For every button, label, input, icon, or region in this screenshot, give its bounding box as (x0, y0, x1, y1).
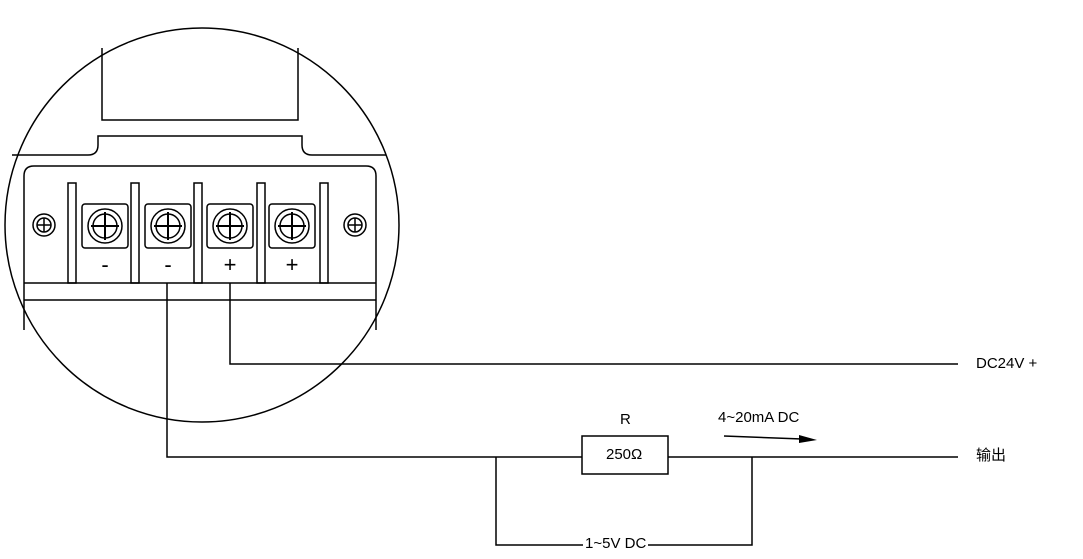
terminal-2: - (144, 203, 192, 277)
terminal-screw-icon (144, 203, 192, 249)
voltage-label: 1~5V DC (583, 535, 649, 552)
supply-label: DC24V + (976, 355, 1038, 372)
terminal-3: + (206, 203, 254, 277)
terminal-sign: + (286, 252, 299, 277)
housing-circle (4, 27, 400, 423)
resistor (581, 435, 669, 475)
current-label: 4~20mA DC (718, 409, 800, 426)
terminal-1: - (81, 203, 129, 277)
separator-post (130, 182, 140, 284)
signal-wire (166, 283, 582, 458)
terminal-sign: - (101, 252, 108, 277)
terminal-screw-icon (268, 203, 316, 249)
mounting-screw-left-icon (32, 213, 56, 237)
housing-shoulder (12, 135, 386, 156)
output-label: 输出 (976, 447, 1007, 464)
housing-top-tab (101, 48, 299, 121)
terminal-block (23, 165, 377, 330)
separator-post (67, 182, 77, 284)
current-arrow-icon (723, 435, 817, 443)
terminal-sign: - (164, 252, 171, 277)
terminal-sign: + (224, 252, 237, 277)
terminal-screw-icon (81, 203, 129, 249)
terminal-4: + (268, 203, 316, 277)
resistor-symbol-label: R (620, 411, 631, 428)
separator-post (193, 182, 203, 284)
mounting-screw-right-icon (343, 213, 367, 237)
resistor-value-label: 250Ω (606, 446, 643, 463)
separator-post (319, 182, 329, 284)
terminal-screw-icon (206, 203, 254, 249)
separator-post (256, 182, 266, 284)
supply-wire (229, 283, 958, 365)
voltage-bracket (495, 457, 753, 546)
